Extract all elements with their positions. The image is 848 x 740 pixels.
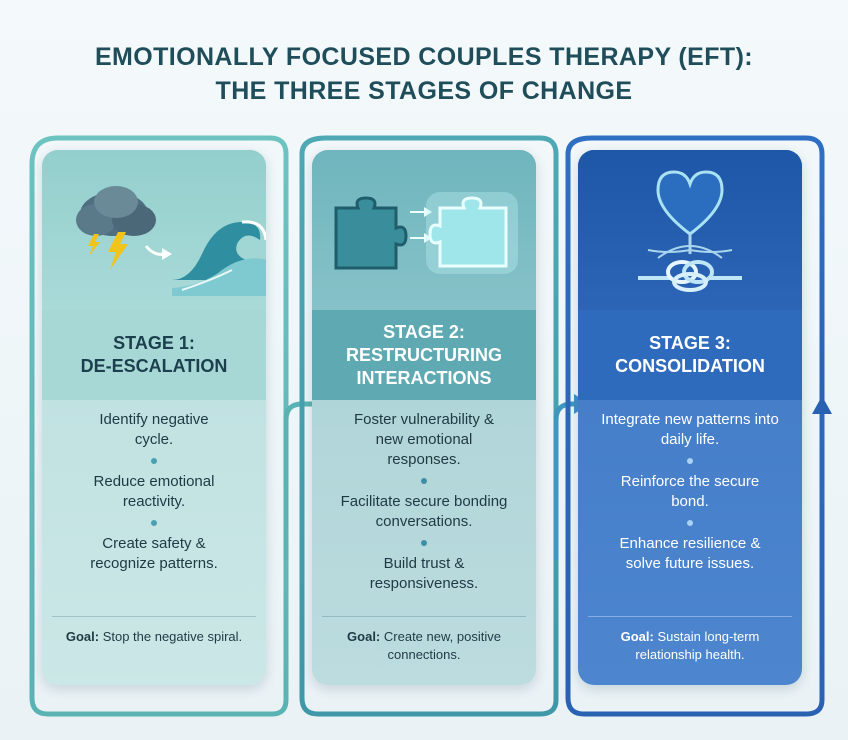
page-title: EMOTIONALLY FOCUSED COUPLES THERAPY (EFT… [0,40,848,108]
stage-1-icon-area [42,150,266,310]
bullet-dot [687,458,693,464]
stage-1-item-2: Reduce emotional reactivity. [93,473,215,510]
title-line-1: EMOTIONALLY FOCUSED COUPLES THERAPY (EFT… [94,43,754,71]
puzzle-pieces-icon [334,192,518,274]
stage-2-goal-text: Create new, positive connections. [383,629,501,662]
storm-cloud-to-wave-icon [76,186,266,296]
stage-2-goal-divider [322,616,526,617]
stage-2-heading-line-2: RESTRUCTURING [346,344,502,365]
stage-2-item-1: Foster vulnerability & new emotional res… [353,411,495,468]
bullet-dot [151,458,157,464]
stage-1-goal-text: Stop the negative spiral. [102,629,243,644]
stage-2-card: STAGE 2: RESTRUCTURING INTERACTIONS Fost… [312,150,536,685]
stage-2-item-3: Build trust & responsiveness. [369,555,479,592]
arrow-2-to-3 [553,401,578,560]
bullet-dot [421,540,427,546]
stage-2-item-2: Facilitate secure bonding conversations. [340,493,508,530]
stage-1-heading-line-2: DE-ESCALATION [80,356,228,376]
stage-3-heading-line-1: STAGE 3: [649,333,731,353]
stage-3-heading: STAGE 3: CONSOLIDATION [578,310,802,400]
title-line-2: THE THREE STAGES OF CHANGE [215,77,633,105]
stage-1-heading-line-1: STAGE 1: [113,333,195,353]
stage-1-goal-divider [52,616,256,617]
bullet-dot [151,520,157,526]
stage-2-items: Foster vulnerability & new emotional res… [312,406,536,621]
stage-1-item-1: Identify negative cycle. [99,411,209,448]
stage-2-heading: STAGE 2: RESTRUCTURING INTERACTIONS [312,310,536,400]
stage-1-goal: Goal: Stop the negative spiral. [54,628,254,646]
stage-2-heading-line-1: STAGE 2: [383,321,465,342]
stage-3-item-2: Reinforce the secure bond. [620,473,760,510]
arrow-1-to-2 [283,401,312,560]
stage-1-goal-label: Goal: [65,629,100,644]
stage-3-heading-line-2: CONSOLIDATION [615,356,765,376]
stage-2-goal: Goal: Create new, positive connections. [324,628,524,664]
stage-1-item-3: Create safety & recognize patterns. [90,535,218,572]
bullet-dot [421,478,427,484]
bullet-dot [687,520,693,526]
stage-2-goal-label: Goal: [347,629,381,644]
stage-1-heading: STAGE 1: DE-ESCALATION [42,310,266,400]
stage-3-icon-area [578,150,802,310]
stage-3-items: Integrate new patterns into daily life. … [578,406,802,621]
stage-2-icon-area [312,150,536,310]
heart-with-roots-knot-icon [638,170,742,292]
stage-3-goal-divider [588,616,792,617]
stage-3-card: STAGE 3: CONSOLIDATION Integrate new pat… [578,150,802,685]
stage-3-goal: Goal: Sustain long-term relationship hea… [590,628,790,664]
stage-3-goal-text: Sustain long-term relationship health. [635,629,760,662]
final-arrow-head [812,396,832,414]
stage-3-goal-label: Goal: [620,629,654,644]
stage-1-items: Identify negative cycle. Reduce emotiona… [42,406,266,621]
stage-3-item-3: Enhance resilience & solve future issues… [619,535,761,572]
stage-1-card: STAGE 1: DE-ESCALATION Identify negative… [42,150,266,685]
stage-2-heading-line-3: INTERACTIONS [356,367,492,388]
stage-3-item-1: Integrate new patterns into daily life. [601,411,779,448]
